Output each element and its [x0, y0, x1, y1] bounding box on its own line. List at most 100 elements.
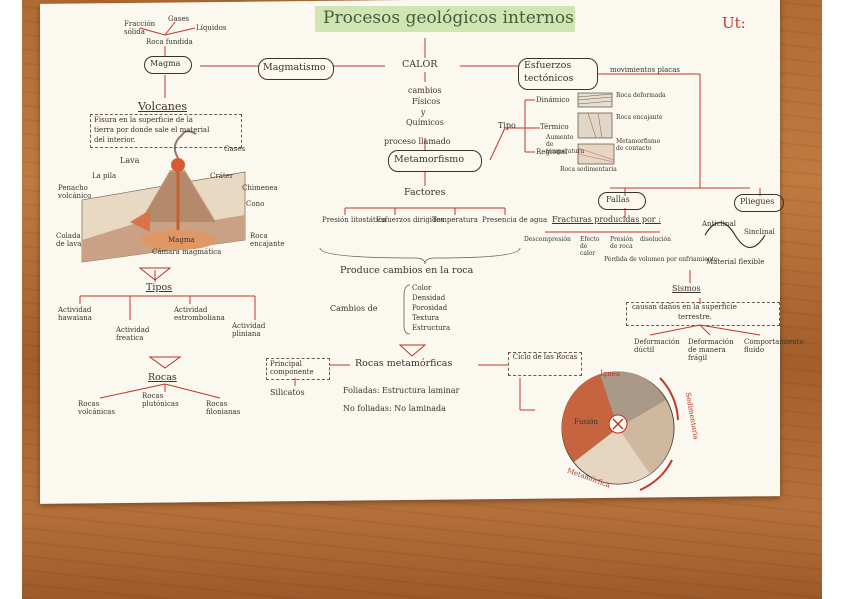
silicatos: Silicatos: [270, 388, 305, 397]
volcan-def-line: del interior.: [94, 136, 136, 144]
rocas-heading: Rocas: [148, 372, 177, 383]
volcan-def-box: [90, 114, 242, 148]
def-item: Comportamiento fluido: [744, 338, 804, 354]
esfuerzo-label: Roca encajante: [616, 114, 663, 121]
roca-fundida: Roca fundida: [146, 38, 193, 46]
sismos-label: Sismos: [672, 284, 701, 293]
pliegues-node: [734, 194, 784, 212]
cambios-item: Color: [412, 284, 432, 292]
cambios-de: Cambios de: [330, 304, 378, 313]
fold-curve: [704, 221, 766, 249]
sinclinal-label: Sinclinal: [744, 228, 775, 236]
esfuerzo-label: Roca deformada: [616, 92, 666, 99]
foliadas: Foliadas: Estructura laminar: [343, 386, 460, 395]
magma-node: [144, 56, 192, 74]
factor-item: Presencia de agua: [482, 216, 548, 224]
volcano-label: La pila: [92, 172, 117, 180]
sismos-box: [626, 302, 780, 326]
ciclo-label: Ciclo de las Rocas: [512, 353, 578, 361]
rock-cycle-wheel: [561, 371, 679, 491]
cambios-item: Densidad: [412, 294, 446, 302]
esfuerzo-label: Roca sedimentaria: [560, 166, 617, 173]
roca-item: Rocas plutónicas: [142, 392, 179, 408]
gases-label: Gases: [168, 15, 190, 23]
fallas-node: [598, 192, 646, 210]
tipo-item: Actividad estromboliana: [174, 306, 225, 322]
volcano-drawing: [81, 130, 246, 263]
falla-item: Efecto de calor: [580, 236, 600, 257]
volcan-def-line: tierra por donde sale el material: [94, 126, 210, 134]
factor-item: Presión litostática: [322, 216, 387, 224]
fallas-sub: Fracturas producidas por :: [552, 215, 661, 224]
volcano-label: Cráter: [210, 172, 234, 180]
metamorfismo-node: [388, 150, 482, 172]
factor-item: Esfuerzos dirigidos: [376, 216, 445, 224]
volcano-label: Penacho volcánico: [58, 184, 92, 200]
no-foliadas: No foliadas: No laminada: [343, 404, 446, 413]
esfuerzos-node: [518, 58, 598, 90]
metamorfismo-label: Metamorfismo: [394, 154, 465, 165]
tipo-item: Actividad pliniana: [232, 322, 266, 338]
calor-node: CALOR: [402, 59, 438, 70]
magma-label: Magma: [150, 59, 181, 68]
page-title-text: Procesos geológicos internos: [323, 8, 574, 28]
esfuerzo-label: Metamorfismo de contacto: [616, 138, 661, 152]
magmatismo-label: Magmatismo: [263, 62, 326, 73]
rocas-metamorficas: Rocas metamórficas: [355, 358, 453, 369]
movimientos-label: movimientos placas: [610, 66, 680, 74]
volcano-label: Magma: [168, 236, 195, 244]
pliegues-label: Pliegues: [740, 197, 775, 206]
ciclo-label-fusion: Fusión: [574, 418, 598, 426]
fallas-label: Fallas: [606, 195, 630, 204]
pliegue-label: Material flexible: [706, 258, 765, 266]
cambios-text: cambios: [408, 86, 442, 95]
sismos-def: causan daños en la superficie: [632, 303, 737, 311]
magmatismo-node: [258, 58, 334, 80]
falla-item: disolución: [640, 236, 671, 243]
tipo-esfuerzo: Regional: [536, 148, 568, 156]
fisicos-text: Físicos: [412, 97, 441, 106]
falla-item: Descompresión: [524, 236, 571, 243]
tipo-esfuerzo: Dinámico: [536, 96, 570, 104]
tipo-label: Tipo: [498, 121, 516, 130]
unit-label: Ut:: [722, 14, 746, 32]
page-title: Procesos geológicos internos: [315, 6, 575, 32]
def-item: Deformación dúctil: [634, 338, 680, 354]
tipo-item: Actividad freatica: [116, 326, 150, 342]
esfuerzo-label: Aumento de temperatura: [546, 134, 585, 155]
quimicos-text: Químicos: [406, 118, 444, 127]
factor-item: Temperatura: [432, 216, 478, 224]
ciclo-box: [508, 352, 582, 376]
volcan-def-line: Fisura en la superficie de la: [94, 116, 193, 124]
volcano-label: Colada de lava: [56, 232, 82, 248]
esfuerzos-label: Esfuerzos tectónicos: [524, 60, 574, 84]
falla-item: Presión de roca: [610, 236, 633, 250]
liquidos-label: Líquidos: [196, 24, 227, 32]
volcano-label-lava: Lava: [120, 156, 140, 165]
principal-box: [266, 358, 330, 380]
volcano-label: Chimenea: [242, 184, 278, 192]
tipo-item: Actividad hawaiana: [58, 306, 92, 322]
roca-item: Rocas filonianas: [206, 400, 241, 416]
produce-cambios: Produce cambios en la roca: [340, 265, 474, 276]
principal-componente: Principal componente: [270, 360, 314, 376]
roca-item: Rocas volcánicas: [78, 400, 115, 416]
volcano-label: Roca encajante: [250, 232, 285, 248]
tipos-heading: Tipos: [146, 282, 173, 293]
factores-label: Factores: [404, 187, 446, 198]
proceso-text: proceso llamado: [384, 137, 451, 146]
volcano-label: Cámara magmática: [152, 248, 222, 256]
ciclo-label-ignea: Ígnea: [600, 370, 621, 378]
cambios-item: Textura: [412, 314, 440, 322]
y-text: y: [421, 108, 426, 117]
cambios-item: Estructura: [412, 324, 451, 332]
anticlinal-label: Anticlinal: [702, 220, 736, 228]
volcano-label: Gases: [224, 145, 246, 153]
sismos-def: terrestre.: [678, 313, 712, 321]
def-item: Deformación de manera frágil: [688, 338, 734, 362]
volcano-label: Cono: [246, 200, 265, 208]
fraccion-solida: Fracción sólida: [124, 20, 156, 36]
cambios-item: Porosidad: [412, 304, 448, 312]
